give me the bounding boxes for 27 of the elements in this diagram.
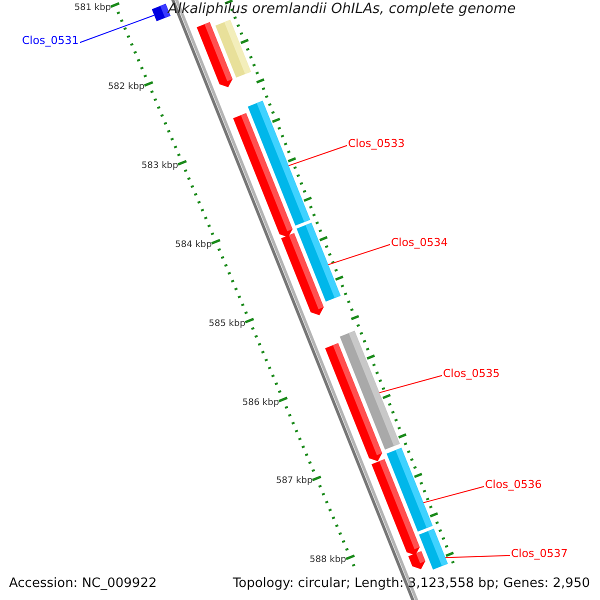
gene-bar	[386, 448, 433, 532]
scale-label: 581 kbp	[74, 3, 111, 14]
scale-label: 586 kbp	[242, 398, 280, 408]
scale-label: 588 kbp	[310, 555, 346, 566]
gene-label: Clos_0533	[348, 137, 405, 150]
gene-bar	[248, 100, 310, 226]
gene-label: Clos_0534	[391, 236, 448, 250]
gene-bar	[419, 528, 448, 570]
gene-label: Clos_0537	[511, 547, 568, 560]
leader-line	[422, 486, 484, 504]
scale-label: 583 kbp	[142, 160, 178, 172]
footer-text: Topology: circular; Length: 3,123,558 bp; Genes: 2,950	[232, 576, 590, 592]
leader-line	[80, 14, 155, 43]
footer-text: Accession: NC_009922	[9, 576, 157, 592]
gene-label: Clos_0535	[443, 367, 500, 380]
scale-label: 582 kbp	[108, 82, 145, 93]
leader-line	[288, 145, 348, 166]
gene-bar	[340, 330, 400, 450]
scale-label: 585 kbp	[208, 318, 246, 330]
gene-label: Clos_0536	[485, 478, 542, 492]
leader-line	[444, 555, 510, 558]
scale-label: 584 kbp	[175, 240, 212, 250]
gene-bar	[296, 222, 341, 302]
scale-label: 587 kbp	[276, 476, 313, 488]
gene-label: Clos_0531	[22, 34, 79, 48]
leader-line	[378, 375, 442, 394]
leader-line	[328, 244, 390, 266]
